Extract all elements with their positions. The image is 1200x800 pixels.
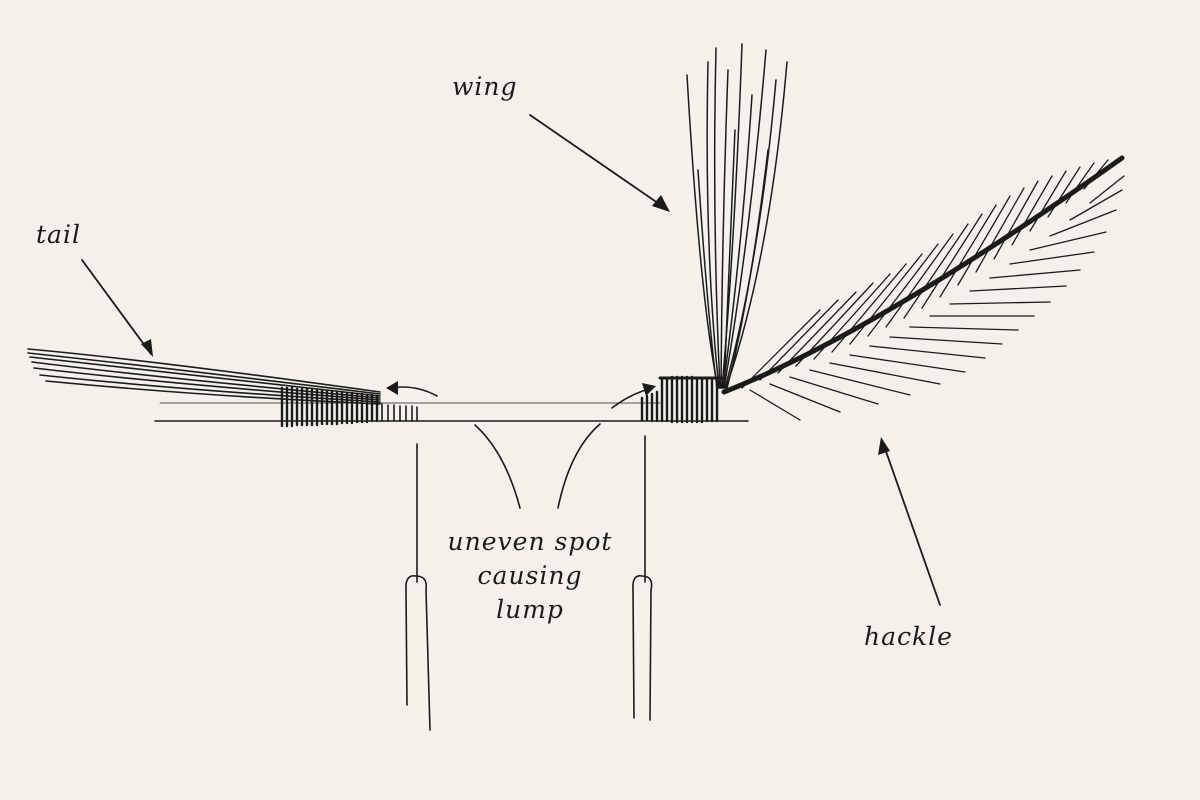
wing-label: wing (452, 72, 518, 101)
front-thread-wraps (640, 375, 724, 424)
uneven-spot-pointers (474, 423, 601, 509)
rear-thread-wraps (280, 386, 418, 428)
tail-label: tail (36, 220, 81, 249)
wing-pointer (529, 114, 669, 211)
hackle-arrowhead (878, 437, 890, 455)
uneven-spot-label: uneven spot causing lump (420, 525, 640, 627)
hackle-pointer (881, 439, 941, 606)
lump-arrowhead-right (642, 383, 656, 396)
uneven-spot-line-3: lump (496, 595, 564, 624)
hook-stand-left (405, 443, 431, 731)
lump-arrows (389, 386, 653, 409)
tail-arrowhead (141, 339, 153, 357)
tail-pointer (81, 259, 152, 355)
hook-shank (154, 402, 749, 422)
hackle-feather (721, 155, 1125, 421)
hook-stand-right (632, 435, 653, 721)
wing-arrowhead (652, 195, 670, 212)
wing-fibers (686, 43, 788, 389)
uneven-spot-line-2: causing (477, 561, 583, 590)
uneven-spot-line-1: uneven spot (447, 527, 613, 556)
lump-arrowhead-left (386, 381, 398, 395)
tail-fibers (27, 348, 381, 405)
hackle-label: hackle (864, 622, 953, 651)
